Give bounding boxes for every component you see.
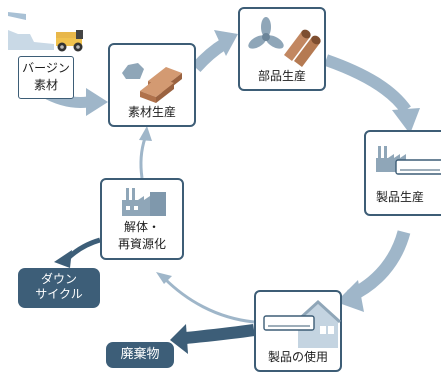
parts-to-product-arrowhead — [392, 108, 420, 134]
materials-production-node: 素材生産 — [108, 43, 196, 127]
disassembly-node: 解体・ 再資源化 — [100, 178, 184, 260]
virgin-arrowhead — [86, 88, 108, 116]
product-production-node: 製品生産 — [364, 130, 441, 216]
parts-to-product-arrow — [324, 54, 411, 114]
factory-and-aircon-icon — [376, 146, 441, 175]
use-to-waste-arrow — [185, 324, 255, 344]
downcycle-line1: ダウン — [40, 272, 77, 286]
factory-icon — [122, 188, 166, 216]
parts-production-node: 部品生産 — [238, 7, 326, 91]
downcycle-badge: ダウン サイクル — [18, 268, 100, 308]
ingot-icon — [122, 63, 182, 103]
disassembly-to-materials-arrowhead — [139, 126, 152, 141]
downcycle-line2: サイクル — [35, 287, 83, 301]
materials-to-parts-arrowhead — [214, 30, 238, 56]
waste-arrowhead — [170, 324, 188, 354]
disassembly-label-line2: 再資源化 — [117, 237, 166, 251]
fan-and-pipes-icon — [248, 17, 321, 67]
virgin-materials-line1: バージン — [22, 61, 70, 75]
product-production-label: 製品生産 — [375, 190, 424, 204]
use-to-disassembly-arrowhead — [156, 272, 172, 284]
waste-badge: 廃棄物 — [106, 342, 174, 368]
mine-icon — [8, 12, 54, 50]
materials-production-label: 素材生産 — [127, 105, 176, 119]
product-use-node: 製品の使用 — [254, 290, 342, 372]
disassembly-label-line1: 解体・ — [123, 220, 160, 234]
product-use-label: 製品の使用 — [267, 350, 328, 364]
materials-to-parts-arrow — [191, 38, 228, 73]
waste-label: 廃棄物 — [120, 347, 160, 362]
production-to-use-arrowhead — [336, 280, 364, 312]
downcycle-arrowhead — [54, 250, 72, 268]
house-and-aircon-icon — [263, 299, 342, 348]
dump-truck-icon — [56, 30, 83, 52]
disassembly-to-materials-arrow — [139, 137, 147, 179]
parts-production-label: 部品生産 — [257, 69, 306, 83]
virgin-materials-node: バージン 素材 — [18, 56, 74, 99]
use-to-disassembly-arrow — [162, 276, 255, 324]
virgin-materials-line2: 素材 — [33, 78, 58, 92]
